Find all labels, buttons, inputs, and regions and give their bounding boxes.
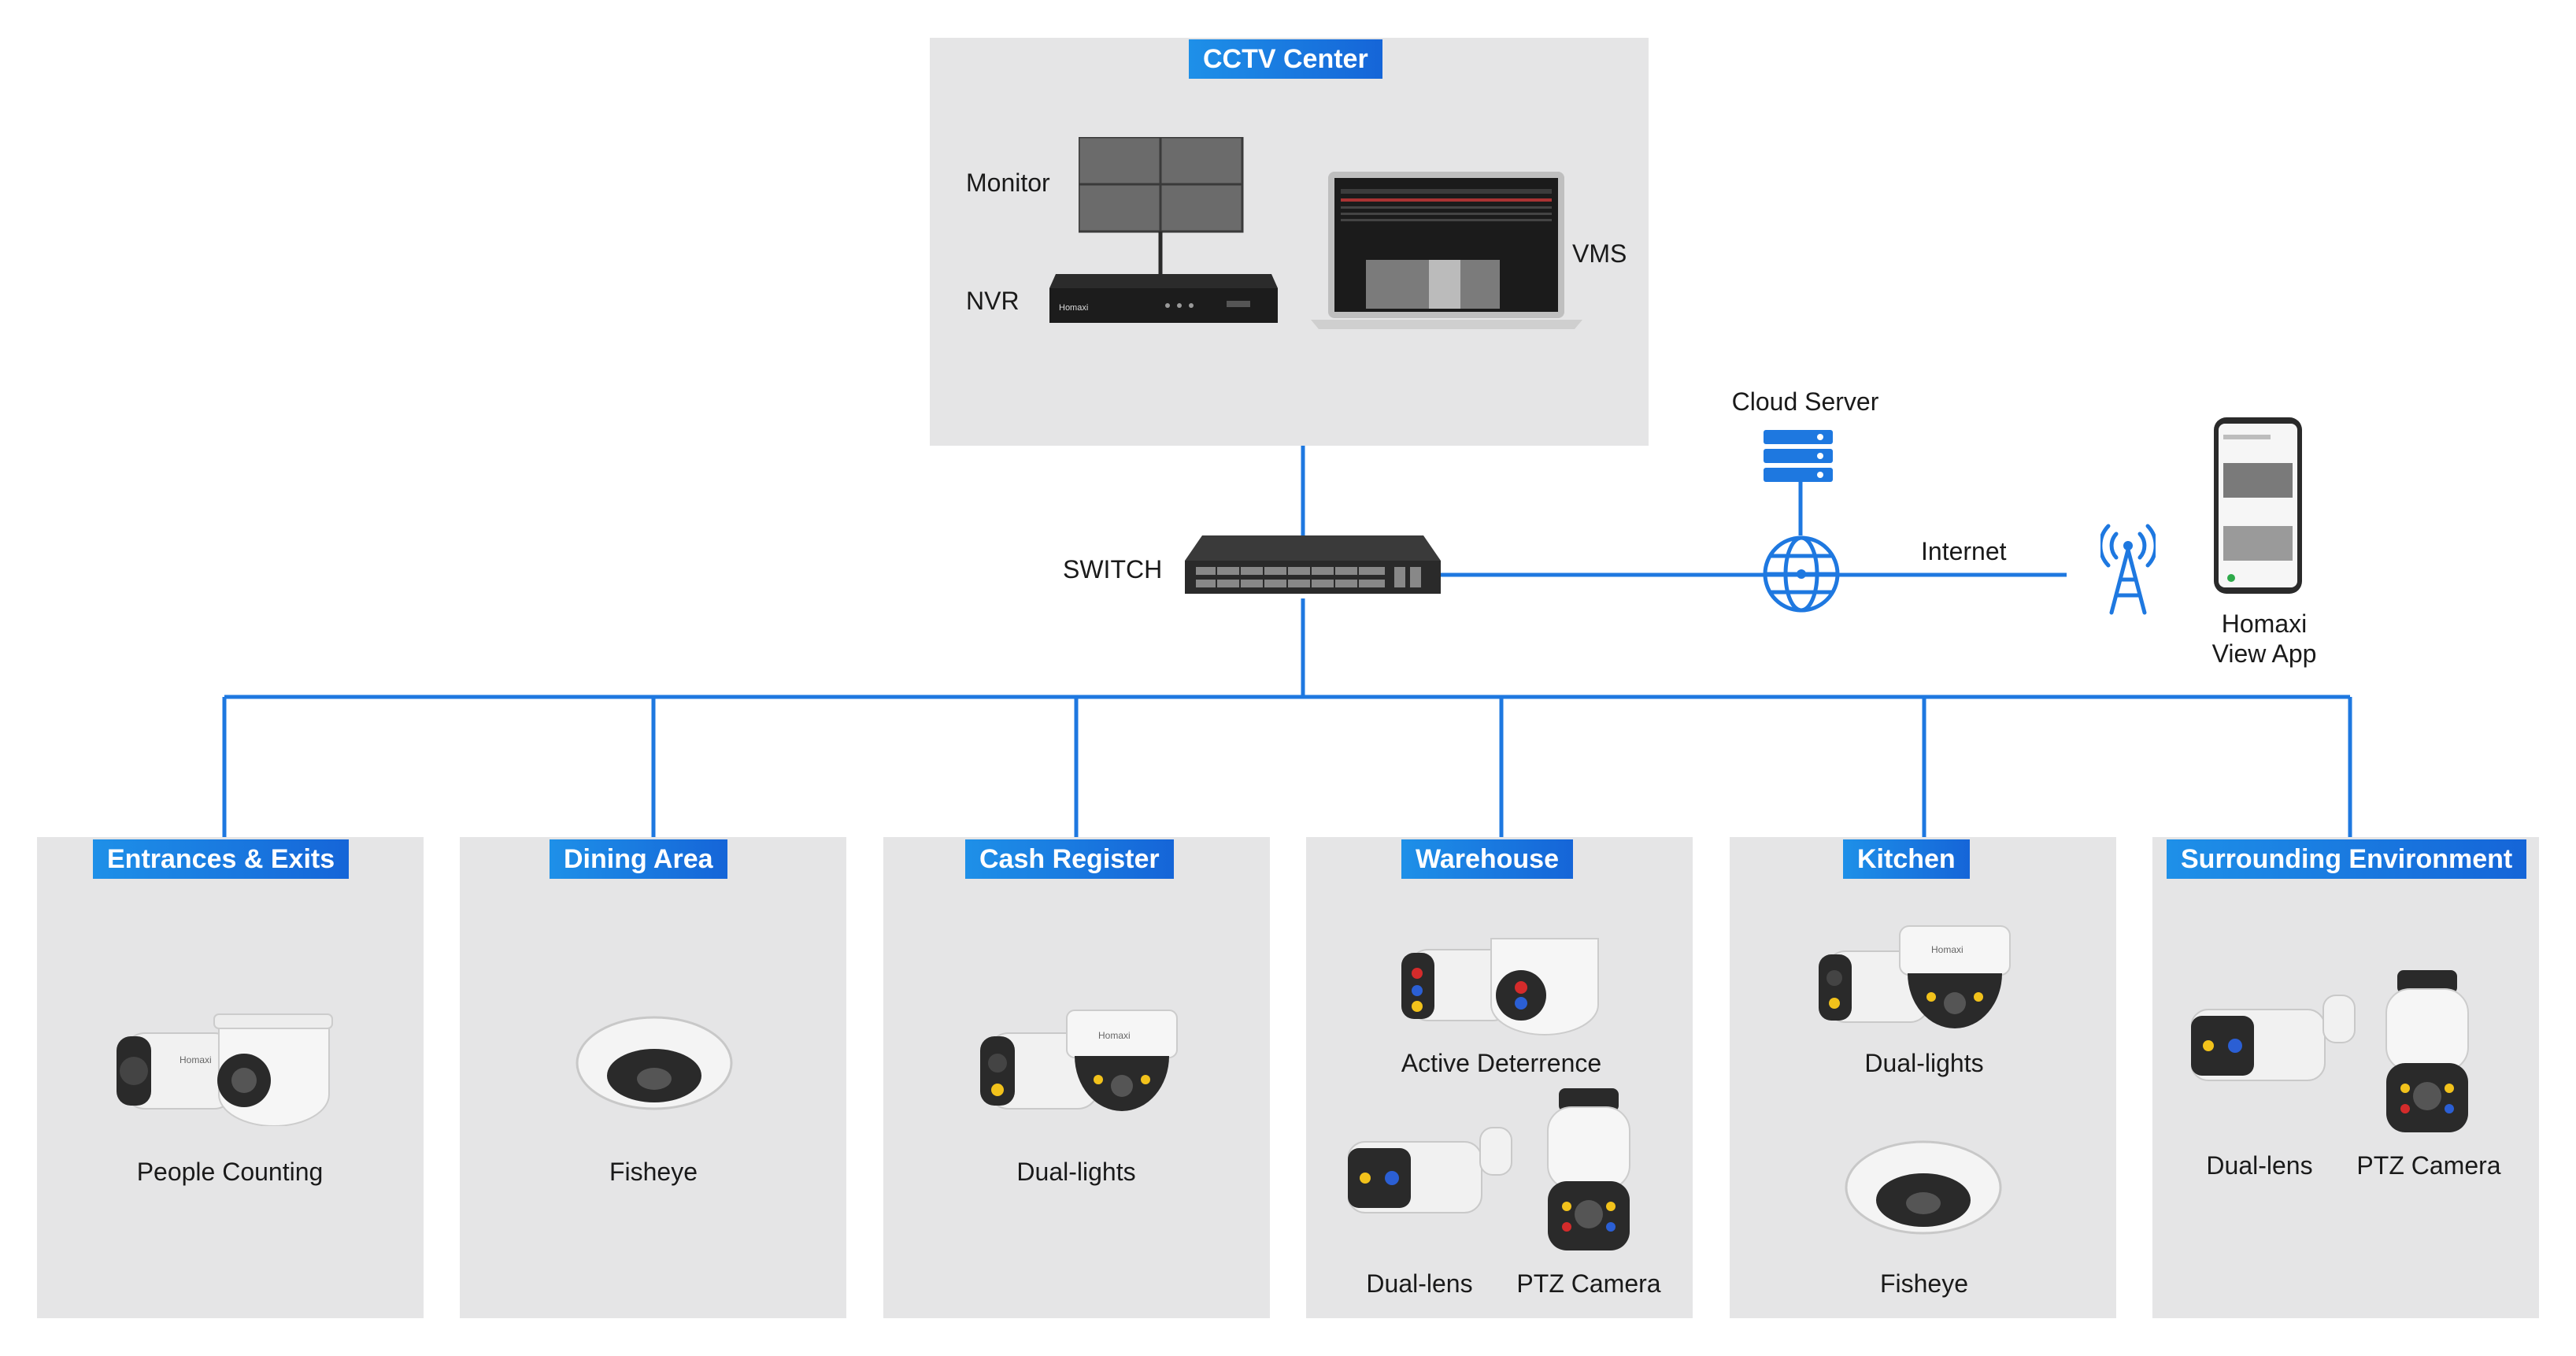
fisheye-camera-icon (576, 1016, 733, 1110)
dome-camera-icon: Homaxi (1899, 925, 2011, 1028)
cctv-center-title: CCTV Center (1189, 39, 1382, 79)
device-label-dual-lights: Dual-lights (1016, 1158, 1136, 1186)
area-title-kitchen: Kitchen (1843, 839, 1970, 879)
laptop-icon (1311, 172, 1582, 329)
device-label-fisheye: Fisheye (1879, 1269, 1969, 1298)
app-label-line2: View App (2211, 639, 2317, 668)
area-title-dining: Dining Area (550, 839, 727, 879)
area-title-surrounding: Surrounding Environment (2167, 839, 2527, 879)
internet-label: Internet (1921, 537, 2007, 565)
monitor-label: Monitor (966, 169, 1050, 197)
dome-camera-icon: Homaxi (1066, 1010, 1178, 1111)
bullet-camera-icon (1401, 949, 1512, 1021)
dual-lens-camera-icon (1348, 1127, 1512, 1213)
antenna-icon (2100, 524, 2156, 615)
nvr-label: NVR (966, 287, 1020, 315)
app-label-line1: Homaxi (2221, 609, 2308, 638)
dome-camera-icon (1490, 938, 1599, 1036)
device-label-dual-lens: Dual-lens (2206, 1151, 2313, 1180)
dual-lens-camera-icon (2191, 995, 2356, 1081)
device-label-fisheye: Fisheye (609, 1158, 698, 1186)
monitor-wall-icon (1079, 137, 1244, 279)
svg-text:Homaxi: Homaxi (1098, 1030, 1131, 1041)
device-label-dual-lens: Dual-lens (1366, 1269, 1473, 1298)
cloud-server-label: Cloud Server (1731, 387, 1879, 416)
device-label-dual-lights: Dual-lights (1864, 1049, 1984, 1077)
server-icon (1764, 430, 1833, 482)
area-title-entrances: Entrances & Exits (93, 839, 350, 879)
bullet-camera-icon: Homaxi (117, 1032, 235, 1110)
svg-text:Homaxi: Homaxi (1059, 303, 1088, 313)
phone-icon (2214, 417, 2302, 594)
globe-icon (1763, 535, 1840, 613)
device-label-people-counting: People Counting (136, 1158, 324, 1186)
area-title-warehouse: Warehouse (1401, 839, 1574, 879)
ptz-camera-icon (2385, 970, 2469, 1132)
area-panel-kitchen (1730, 837, 2116, 1318)
device-label-ptz-camera: PTZ Camera (1516, 1269, 1661, 1298)
dome-camera-icon (213, 1013, 333, 1126)
area-title-cash: Cash Register (965, 839, 1174, 879)
device-label-ptz-camera: PTZ Camera (2356, 1151, 2501, 1180)
ptz-camera-icon (1547, 1088, 1630, 1250)
nvr-icon: Homaxi (1049, 274, 1278, 323)
svg-text:Homaxi: Homaxi (1931, 944, 1963, 955)
fisheye-camera-icon (1845, 1140, 2002, 1235)
switch-label: SWITCH (1063, 555, 1163, 584)
vms-label: VMS (1572, 239, 1627, 268)
switch-icon (1185, 535, 1441, 594)
device-label-active-deterrence: Active Deterrence (1401, 1049, 1602, 1077)
svg-text:Homaxi: Homaxi (180, 1054, 212, 1065)
